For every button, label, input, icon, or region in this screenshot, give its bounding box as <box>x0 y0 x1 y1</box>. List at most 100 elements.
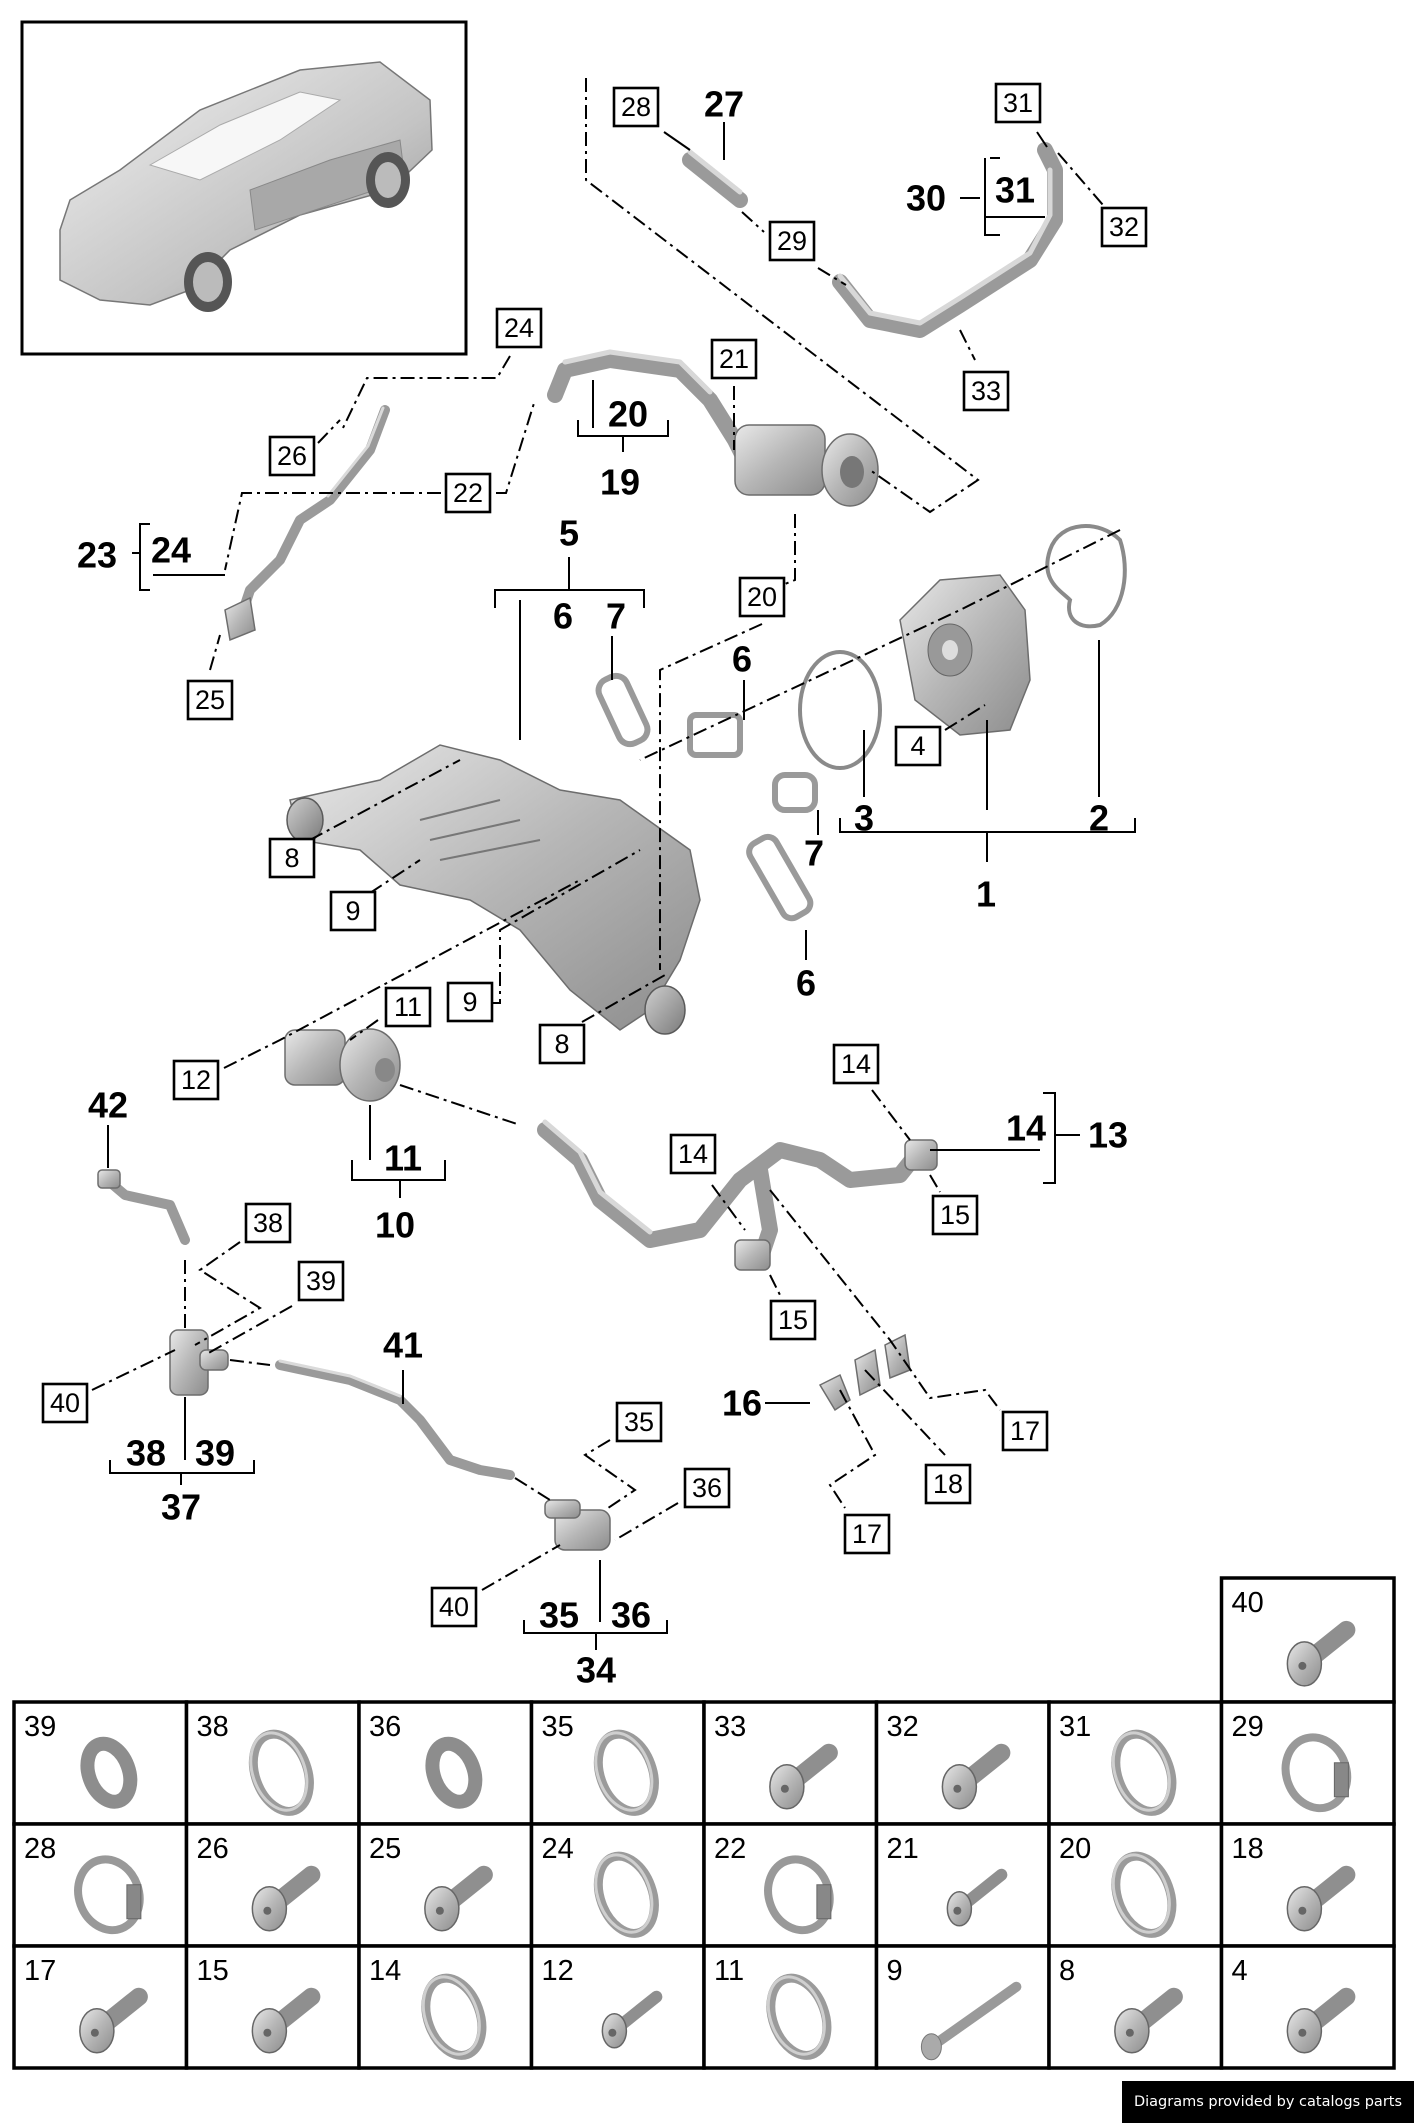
part-number: 11 <box>714 1955 744 1987</box>
callout-number: 20 <box>747 582 777 612</box>
torx-bolt-icon <box>251 1987 321 2054</box>
hex-bolt-icon <box>941 1743 1011 1810</box>
group-number-37: 37 <box>161 1487 201 1528</box>
group-number-24: 24 <box>151 530 191 571</box>
parts-table-cell[interactable]: 32 <box>874 1700 1051 1826</box>
group-number-11: 11 <box>384 1138 422 1179</box>
part-number: 26 <box>197 1833 229 1865</box>
group-number-38: 38 <box>126 1433 166 1474</box>
group-number-34: 34 <box>576 1650 616 1691</box>
parts-table-cell[interactable]: 40 <box>1219 1576 1396 1704</box>
callout-4: 4 <box>894 725 942 767</box>
callout-15: 15 <box>931 1194 979 1236</box>
group-number-35: 35 <box>539 1595 579 1636</box>
callout-12: 12 <box>172 1059 220 1101</box>
callout-38: 38 <box>244 1202 292 1244</box>
hose-clamp-icon <box>764 1855 834 1935</box>
group-number-30: 30 <box>906 178 946 219</box>
callout-39: 39 <box>297 1260 345 1302</box>
torx-bolt-icon <box>1286 1987 1356 2054</box>
parts-table-cell[interactable]: 11 <box>702 1944 879 2070</box>
part-pump-21 <box>734 424 879 507</box>
part-number: 20 <box>1059 1833 1091 1865</box>
part-brackets-16 <box>818 1333 911 1412</box>
callout-18: 18 <box>924 1463 972 1505</box>
callout-number: 8 <box>284 843 299 873</box>
parts-table-cell[interactable]: 39 <box>12 1700 189 1826</box>
part-number: 39 <box>24 1711 56 1743</box>
parts-table-cell[interactable]: 24 <box>529 1822 706 1948</box>
callout-number: 8 <box>554 1029 569 1059</box>
part-number: 14 <box>369 1955 401 1987</box>
parts-table-cell[interactable]: 25 <box>357 1822 534 1948</box>
part-number: 8 <box>1059 1955 1075 1987</box>
callout-31: 31 <box>994 82 1042 124</box>
group-number-6: 6 <box>732 639 752 680</box>
parts-table-cell[interactable]: 9 <box>874 1944 1051 2070</box>
parts-table-cell[interactable]: 33 <box>702 1700 879 1826</box>
long-bolt-icon <box>920 1981 1022 2061</box>
callout-8: 8 <box>538 1023 586 1065</box>
parts-table-cell[interactable]: 21 <box>874 1822 1051 1948</box>
callout-number: 40 <box>50 1388 80 1418</box>
group-number-2: 2 <box>1089 798 1109 839</box>
parts-table-cell[interactable]: 17 <box>12 1944 189 2070</box>
parts-table-cell[interactable]: 20 <box>1047 1822 1224 1948</box>
part-number: 36 <box>369 1711 401 1743</box>
group-number-23: 23 <box>77 535 117 576</box>
callout-36: 36 <box>683 1467 731 1509</box>
parts-table-cell[interactable]: 18 <box>1219 1822 1396 1948</box>
parts-table-cell[interactable]: 31 <box>1047 1700 1224 1826</box>
part-number: 18 <box>1232 1833 1264 1865</box>
callout-17: 17 <box>843 1513 891 1555</box>
callout-40: 40 <box>41 1382 89 1424</box>
parts-table-cell[interactable]: 22 <box>702 1822 879 1948</box>
parts-table-cell[interactable]: 4 <box>1219 1944 1396 2070</box>
part-thermostat-10 <box>284 1028 401 1102</box>
callout-number: 33 <box>971 376 1001 406</box>
parts-table-cell[interactable]: 38 <box>184 1700 361 1826</box>
part-housing-5 <box>286 744 701 1035</box>
parts-table-cell[interactable]: 36 <box>357 1700 534 1826</box>
part-water-pump-1 <box>798 524 1127 770</box>
callout-number: 31 <box>1003 88 1033 118</box>
group-number-20: 20 <box>608 394 648 435</box>
part-number: 21 <box>887 1833 919 1865</box>
hose-clamp-icon <box>1281 1733 1352 1813</box>
callout-21: 21 <box>710 338 758 380</box>
callout-number: 18 <box>933 1469 963 1499</box>
callout-number: 9 <box>345 896 360 926</box>
slotted-ring-icon <box>80 1736 138 1809</box>
socket-cap-screw-icon <box>601 1990 663 2049</box>
callout-35: 35 <box>615 1401 663 1443</box>
part-number: 38 <box>197 1711 229 1743</box>
part-number: 40 <box>1232 1587 1264 1619</box>
callout-number: 25 <box>195 685 225 715</box>
parts-table-cell[interactable]: 12 <box>529 1944 706 2070</box>
callout-9: 9 <box>446 981 494 1023</box>
leader-lines <box>91 78 1136 1650</box>
callout-number: 11 <box>394 992 422 1022</box>
parts-table-cell[interactable]: 28 <box>12 1822 189 1948</box>
callout-number: 26 <box>277 441 307 471</box>
callout-number: 24 <box>504 313 534 343</box>
part-number: 29 <box>1232 1711 1264 1743</box>
parts-table-cell[interactable]: 15 <box>184 1944 361 2070</box>
parts-table-cell[interactable]: 35 <box>529 1700 706 1826</box>
hose-clamp-icon <box>74 1855 144 1935</box>
callout-24: 24 <box>495 307 543 349</box>
callout-number: 4 <box>910 731 925 761</box>
part-pipe-23 <box>224 405 390 642</box>
parts-table-cell[interactable]: 8 <box>1047 1944 1224 2070</box>
callout-number: 22 <box>453 478 483 508</box>
part-number: 25 <box>369 1833 401 1865</box>
parts-table-cell[interactable]: 26 <box>184 1822 361 1948</box>
parts-table-cell[interactable]: 29 <box>1219 1700 1396 1826</box>
callout-26: 26 <box>268 435 316 477</box>
flange-screw-icon <box>1286 1865 1356 1932</box>
group-number-1: 1 <box>976 874 996 915</box>
part-number: 4 <box>1232 1955 1248 1987</box>
parts-table-cell[interactable]: 14 <box>357 1944 534 2070</box>
